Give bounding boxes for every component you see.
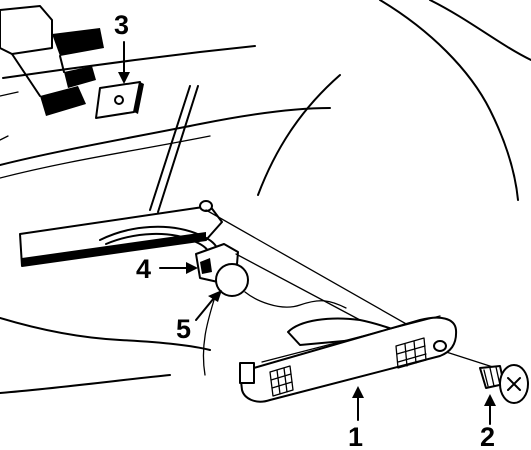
- bracket-edge: [11, 53, 41, 97]
- explode-lines: [202, 209, 497, 376]
- lamp-screw-hole: [433, 340, 447, 352]
- callout-5: 5: [176, 314, 191, 344]
- lamp-grid-left: [269, 365, 294, 397]
- lamp-grid-right: [395, 337, 427, 369]
- arrow-1-head: [352, 386, 364, 398]
- mounting-hole: [199, 200, 213, 212]
- body-trim-mark-2: [0, 135, 9, 141]
- vehicle-body: [0, 0, 531, 394]
- explode-line-bulb: [235, 253, 361, 321]
- retainer-clip-hole: [114, 95, 124, 105]
- explode-line-screw-2: [439, 349, 497, 369]
- lamp-left-tab: [239, 362, 255, 384]
- retainer-clip-edge: [134, 82, 144, 114]
- bulb-glass: [215, 263, 249, 297]
- body-fender-curve: [257, 74, 341, 196]
- bracket-arm-shade: [52, 28, 104, 56]
- callout-arrows: [118, 41, 496, 425]
- screw-head-cross: [507, 377, 521, 391]
- explode-line-socket: [244, 291, 347, 309]
- arrow-4-head: [186, 262, 198, 274]
- arrow-2-head: [484, 394, 496, 406]
- bracket-mid-shade: [64, 66, 96, 88]
- wire-upper: [99, 225, 219, 251]
- bracket-block: [0, 5, 53, 55]
- retainer-clip: [95, 81, 144, 119]
- callout-1: 1: [348, 422, 363, 450]
- lamp-lens: [239, 316, 458, 403]
- body-fender-edge-2: [157, 85, 199, 213]
- callout-2: 2: [480, 422, 495, 450]
- bracket-edge-2: [59, 55, 65, 73]
- bumper-line-upper: [0, 317, 211, 351]
- mounting-bracket-shadow: [22, 232, 206, 266]
- socket-bulb-assembly: [195, 243, 249, 297]
- body-upper-line: [2, 45, 256, 79]
- side-marker-lamp: [239, 315, 458, 403]
- body-fender-edge: [149, 85, 191, 211]
- explode-line-lower: [202, 299, 215, 376]
- bracket-foot-shade: [40, 86, 86, 116]
- callout-3: 3: [114, 10, 129, 40]
- mounting-screw: [479, 364, 529, 404]
- mounting-bracket-body: [19, 205, 223, 267]
- body-mid-line-2: [0, 135, 211, 179]
- callout-labels: 3 4 5 1 2: [114, 10, 495, 450]
- bulb-socket-tab: [200, 258, 212, 274]
- bracket-assembly: [0, 5, 104, 116]
- bumper-line-lower: [0, 374, 171, 394]
- arrow-5-shaft: [195, 297, 215, 321]
- body-trim-mark: [0, 91, 19, 97]
- arrow-5-head: [208, 290, 222, 302]
- callout-4: 4: [136, 254, 151, 284]
- body-top-curve: [379, 0, 519, 201]
- arrow-3-head: [118, 72, 130, 84]
- lamp-lens-top: [261, 315, 441, 363]
- body-top-edge: [429, 0, 531, 61]
- mounting-bracket: [19, 200, 223, 267]
- body-mid-line: [0, 107, 331, 166]
